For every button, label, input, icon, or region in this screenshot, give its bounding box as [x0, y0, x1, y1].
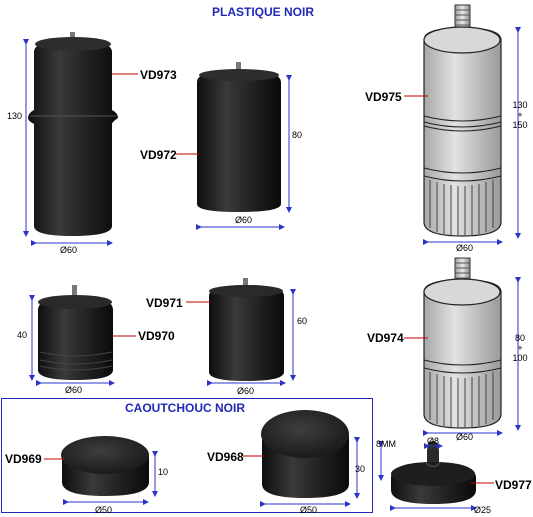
vd973-diameter-label: Ø60	[60, 245, 78, 255]
vd974-leg	[423, 257, 502, 429]
vd972-height-label: 80	[292, 130, 303, 140]
vd969-pad	[61, 436, 149, 496]
vd972-diameter-label: Ø60	[235, 215, 253, 225]
product-code-vd971: VD971	[146, 296, 183, 310]
vd974-dimensions	[404, 277, 521, 436]
vd973-foot	[28, 32, 118, 236]
vd974-height-top: 80	[514, 333, 525, 343]
vd975-diameter-label: Ø60	[456, 243, 474, 253]
product-code-vd975: VD975	[365, 90, 402, 104]
vd968-pad	[261, 410, 349, 498]
vd974-height-plus: +	[517, 343, 523, 353]
vd971-dimensions	[186, 289, 296, 386]
vd975-leg	[423, 4, 502, 237]
vd977-diameter-label: Ø25	[474, 505, 492, 515]
product-code-vd973: VD973	[140, 68, 177, 82]
vd971-foot	[209, 278, 284, 381]
vd973-dimensions	[23, 39, 138, 246]
vd968-diameter-label: Ø50	[300, 505, 318, 515]
vd969-dimensions	[44, 451, 158, 505]
product-code-vd969: VD969	[5, 452, 42, 466]
caoutchouc-section-box	[1, 398, 373, 513]
vd971-diameter-label: Ø60	[237, 386, 255, 396]
vd972-dimensions	[176, 75, 292, 230]
vd968-dimensions	[243, 437, 360, 507]
vd977-stem-diameter-label: Ø8	[427, 436, 440, 446]
vd974-height-bottom: 100	[512, 353, 528, 363]
vd969-diameter-label: Ø50	[95, 505, 113, 515]
vd977-dimensions	[378, 441, 494, 511]
product-code-vd972: VD972	[140, 148, 177, 162]
vd972-foot	[197, 62, 281, 212]
vd973-height-label: 130	[7, 111, 23, 121]
vd970-diameter-label: Ø60	[65, 385, 83, 395]
vd969-height-label: 10	[158, 467, 169, 477]
vd974-diameter-label: Ø60	[456, 432, 474, 442]
vd970-height-label: 40	[17, 330, 28, 340]
section-title-caoutchouc: CAOUTCHOUC NOIR	[125, 401, 245, 415]
vd977-stem-height-label: 8MM	[376, 439, 396, 449]
vd970-foot	[38, 285, 113, 380]
product-code-vd968: VD968	[207, 450, 244, 464]
product-code-vd974: VD974	[367, 331, 404, 345]
vd975-height-label: 130 + 150	[508, 100, 532, 130]
vd974-height-label: 80 + 100	[508, 333, 532, 363]
vd968-height-label: 30	[355, 464, 366, 474]
vd977-pad	[391, 441, 476, 504]
vd975-height-top: 130	[512, 100, 528, 110]
product-code-vd970: VD970	[138, 329, 175, 343]
vd970-dimensions	[29, 295, 136, 386]
vd975-height-bottom: 150	[512, 120, 528, 130]
product-code-vd977: VD977	[495, 478, 532, 492]
vd975-height-plus: +	[517, 110, 523, 120]
vd971-height-label: 60	[297, 316, 308, 326]
vd975-dimensions	[404, 27, 521, 245]
section-title-plastique: PLASTIQUE NOIR	[212, 5, 315, 19]
